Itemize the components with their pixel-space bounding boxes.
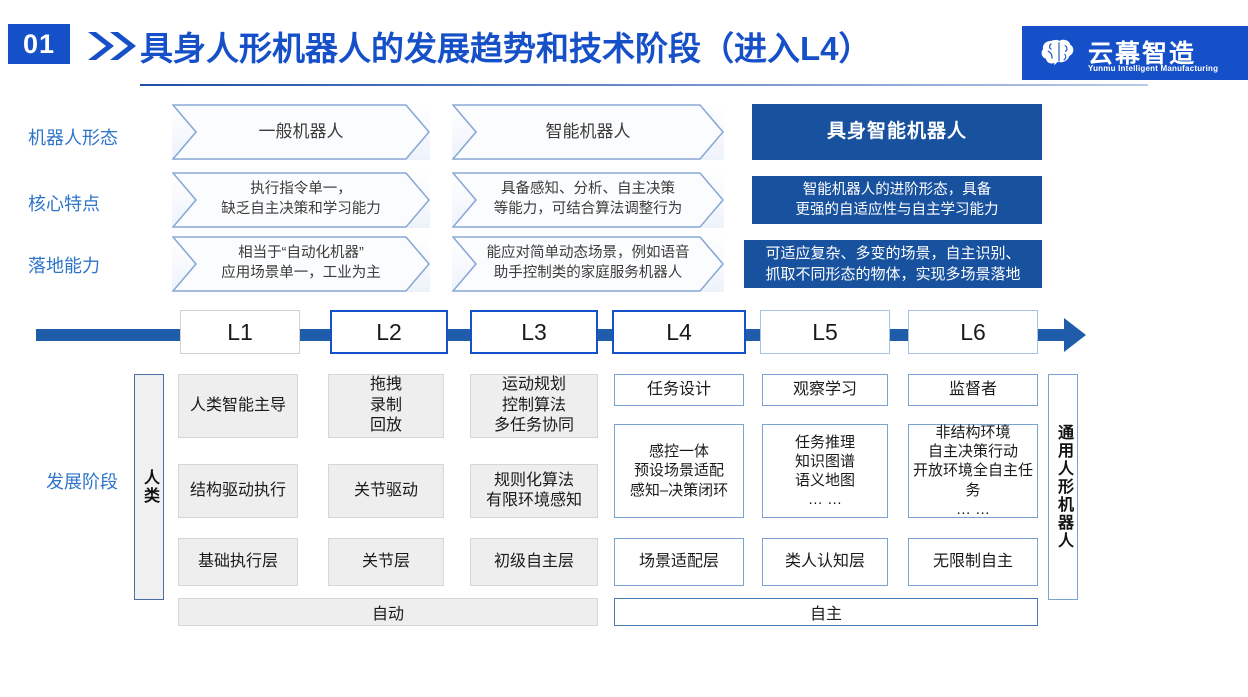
level-label: L2 — [376, 318, 402, 345]
grid-cell-l6-layer: 无限制自主 — [908, 538, 1038, 586]
chevron-cell-general-features: 执行指令单一， 缺乏自主决策和学习能力 — [172, 172, 430, 228]
level-label: L1 — [227, 318, 253, 345]
chevron-cell-text: 具备感知、分析、自主决策 等能力，可结合算法调整行为 — [493, 181, 683, 217]
level-box-l3[interactable]: L3 — [470, 310, 598, 354]
timeline-bar-left — [36, 329, 188, 341]
grid-cell-l1-layer: 基础执行层 — [178, 538, 298, 586]
chevron-cell-text: 能应对简单动态场景，例如语音 助手控制类的家庭服务机器人 — [486, 245, 690, 281]
row-label-deployment: 落地能力 — [28, 256, 100, 276]
level-box-l6[interactable]: L6 — [908, 310, 1038, 354]
level-label: L5 — [812, 318, 838, 345]
footer-band-automatic: 自动 — [178, 598, 598, 626]
row-label-robot-form: 机器人形态 — [28, 128, 118, 148]
highlight-box-text: 具身智能机器人 — [826, 120, 967, 142]
timeline-connector-3 — [596, 329, 614, 341]
chevron-cell-text: 智能机器人 — [520, 121, 657, 144]
header-divider — [140, 84, 1148, 86]
timeline-connector-2 — [440, 329, 472, 341]
grid-cell-l3-technology: 规则化算法 有限环境感知 — [470, 464, 598, 518]
highlight-box-embodied-features: 智能机器人的进阶形态，具备 更强的自适应性与自主学习能力 — [752, 176, 1042, 224]
chevron-cell-text-inner: 智能机器人 — [545, 121, 631, 141]
grid-cell-l6-technology: 非结构环境 自主决策行动 开放环境全自主任务 … … — [908, 424, 1038, 518]
timeline-connector-1 — [298, 329, 334, 341]
grid-cell-l1-capability: 人类智能主导 — [178, 374, 298, 438]
highlight-box-embodied-robot: 具身智能机器人 — [752, 104, 1042, 160]
vertical-label-humanoid-robot: 通用人形机器人 — [1048, 374, 1078, 600]
level-label: L3 — [521, 318, 547, 345]
slide-header: 01 具身人形机器人的发展趋势和技术阶段（进入L4） 云幕智造 Yunmu In… — [0, 0, 1248, 92]
grid-cell-l3-capability: 运动规划 控制算法 多任务协同 — [470, 374, 598, 438]
grid-cell-l4-technology: 感控一体 预设场景适配 感知–决策闭环 — [614, 424, 744, 518]
footer-band-autonomous: 自主 — [614, 598, 1038, 626]
highlight-box-embodied-deployment: 可适应复杂、多变的场景，自主识别、 抓取不同形态的物体，实现多场景落地 — [744, 240, 1042, 288]
brand-logo: 云幕智造 Yunmu Intelligent Manufacturing — [1022, 26, 1248, 80]
grid-cell-l5-capability: 观察学习 — [762, 374, 888, 406]
level-label: L4 — [666, 318, 692, 345]
level-box-l1[interactable]: L1 — [180, 310, 300, 354]
grid-cell-l5-layer: 类人认知层 — [762, 538, 888, 586]
highlight-box-text: 智能机器人的进阶形态，具备 更强的自适应性与自主学习能力 — [795, 181, 999, 218]
chevron-cell-text: 相当于“自动化机器” 应用场景单一，工业为主 — [221, 245, 381, 281]
chevron-cell-smart-features: 具备感知、分析、自主决策 等能力，可结合算法调整行为 — [452, 172, 724, 228]
page-title: 具身人形机器人的发展趋势和技术阶段（进入L4） — [140, 30, 872, 67]
level-label: L6 — [960, 318, 986, 345]
row-label-core-features: 核心特点 — [28, 194, 100, 214]
grid-cell-l4-layer: 场景适配层 — [614, 538, 744, 586]
grid-cell-l5-technology: 任务推理 知识图谱 语义地图 … … — [762, 424, 888, 518]
timeline-arrow-head — [1036, 316, 1086, 359]
chevron-cell-text: 执行指令单一， 缺乏自主决策和学习能力 — [221, 181, 381, 217]
level-box-l2[interactable]: L2 — [330, 310, 448, 354]
stage-section-label: 发展阶段 — [46, 472, 118, 492]
grid-cell-l2-capability: 拖拽 录制 回放 — [328, 374, 444, 438]
grid-cell-l2-layer: 关节层 — [328, 538, 444, 586]
logo-name-cn: 云幕智造 — [1088, 40, 1197, 68]
vertical-label-text: 人类 — [141, 469, 158, 505]
grid-cell-l6-capability: 监督者 — [908, 374, 1038, 406]
slide-number-badge: 01 — [8, 24, 70, 64]
chevron-cell-smart-robot: 智能机器人 — [452, 104, 724, 160]
chevron-cell-general-deployment: 相当于“自动化机器” 应用场景单一，工业为主 — [172, 236, 430, 292]
grid-cell-l1-technology: 结构驱动执行 — [178, 464, 298, 518]
chevron-cell-general-robot: 一般机器人 — [172, 104, 430, 160]
level-box-l4[interactable]: L4 — [612, 310, 746, 354]
double-chevron-right-icon — [84, 26, 144, 66]
chevron-cell-smart-deployment: 能应对简单动态场景，例如语音 助手控制类的家庭服务机器人 — [452, 236, 724, 292]
logo-name-en: Yunmu Intelligent Manufacturing — [1088, 64, 1219, 73]
vertical-label-human: 人类 — [134, 374, 164, 600]
grid-cell-l3-layer: 初级自主层 — [470, 538, 598, 586]
grid-cell-l2-technology: 关节驱动 — [328, 464, 444, 518]
brain-icon — [1041, 39, 1074, 66]
highlight-box-text: 可适应复杂、多变的场景，自主识别、 抓取不同形态的物体，实现多场景落地 — [765, 245, 1021, 283]
level-box-l5[interactable]: L5 — [760, 310, 890, 354]
vertical-label-text: 通用人形机器人 — [1055, 424, 1072, 550]
grid-cell-l4-capability: 任务设计 — [614, 374, 744, 406]
chevron-cell-text: 一般机器人 — [258, 121, 344, 141]
